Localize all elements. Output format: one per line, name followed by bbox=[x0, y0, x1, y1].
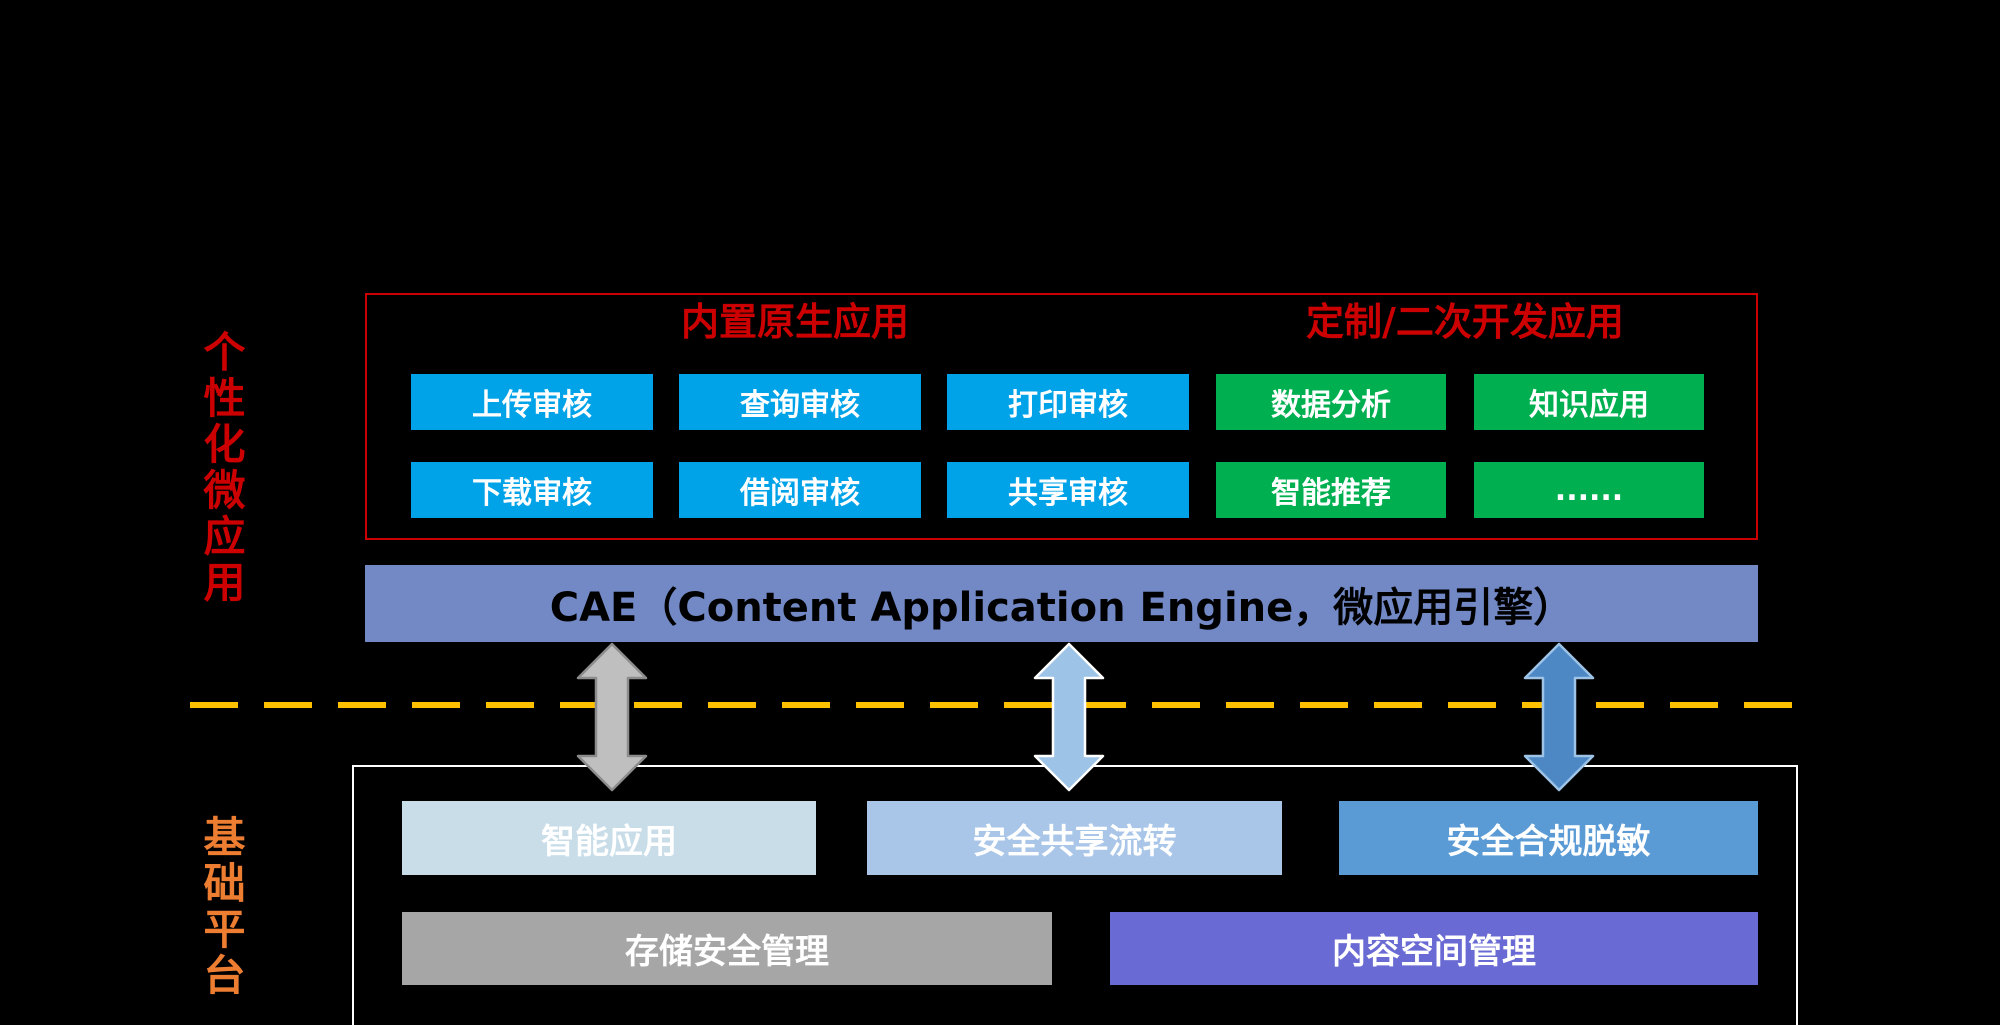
connector-arrow-light-blue bbox=[1033, 642, 1105, 792]
app-block-query-review: 查询审核 bbox=[679, 374, 921, 430]
platform-block-storage-security: 存储安全管理 bbox=[402, 912, 1052, 985]
app-block-print-review: 打印审核 bbox=[947, 374, 1189, 430]
connector-arrow-gray bbox=[576, 642, 648, 792]
app-block-borrow-review: 借阅审核 bbox=[679, 462, 921, 518]
platform-block-compliance-masking: 安全合规脱敏 bbox=[1339, 801, 1758, 875]
app-block-data-analysis: 数据分析 bbox=[1216, 374, 1446, 430]
custom-apps-group-title: 定制/二次开发应用 bbox=[1306, 300, 1624, 344]
micro-app-layer-label: 个性化微应用 bbox=[197, 330, 246, 606]
application-layer-box bbox=[365, 293, 1758, 540]
app-block-knowledge-app: 知识应用 bbox=[1474, 374, 1704, 430]
dashed-separator-line bbox=[190, 702, 1810, 708]
native-apps-group-title: 内置原生应用 bbox=[680, 300, 909, 344]
app-block-download-review: 下载审核 bbox=[411, 462, 653, 518]
platform-block-smart-application: 智能应用 bbox=[402, 801, 816, 875]
platform-layer-label: 基础平台 bbox=[197, 815, 246, 999]
app-block-upload-review: 上传审核 bbox=[411, 374, 653, 430]
app-block-smart-recommend: 智能推荐 bbox=[1216, 462, 1446, 518]
platform-block-secure-sharing: 安全共享流转 bbox=[867, 801, 1282, 875]
platform-block-content-space: 内容空间管理 bbox=[1110, 912, 1758, 985]
connector-arrow-blue bbox=[1523, 642, 1595, 792]
app-block-ellipsis: ...... bbox=[1474, 462, 1704, 518]
cae-engine-bar: CAE（Content Application Engine，微应用引擎） bbox=[365, 565, 1758, 642]
app-block-share-review: 共享审核 bbox=[947, 462, 1189, 518]
